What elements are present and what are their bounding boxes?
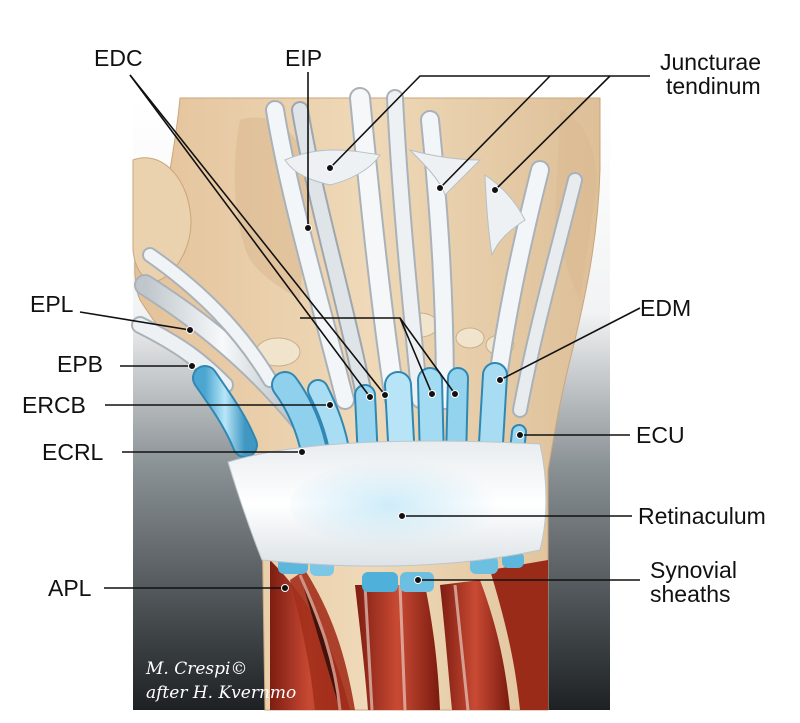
tendons-proximal [131,87,583,431]
label-ecu: ECU [636,422,685,448]
label-synovial-line1: Synovial [650,557,737,583]
label-ecrl: ECRL [42,439,104,465]
label-juncturae-line1: Juncturae [660,49,761,75]
label-apl: APL [48,575,92,601]
label-edc: EDC [94,45,143,71]
label-juncturae-line2: tendinum [666,73,761,99]
label-eip: EIP [285,45,322,71]
forearm-muscles [270,560,548,711]
leader-lines [79,72,650,592]
retinaculum-glow [290,460,510,550]
signature-line1: M. Crespi© [145,659,247,679]
label-edm: EDM [640,295,691,321]
label-retinaculum: Retinaculum [638,503,766,529]
signature-line2: after H. Kvernmo [146,683,296,703]
label-epl: EPL [30,291,74,317]
label-synovial-line2: sheaths [650,581,731,607]
label-epb: EPB [57,351,103,377]
label-ercb: ERCB [22,392,86,418]
